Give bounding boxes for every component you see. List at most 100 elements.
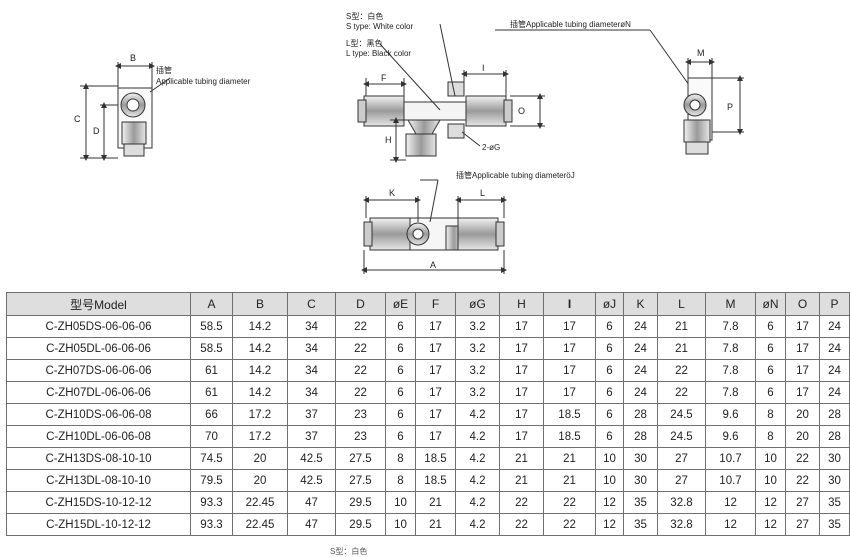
table-cell: 6 <box>385 315 416 338</box>
table-cell: 6 <box>385 359 416 382</box>
header-h: H <box>499 292 544 316</box>
table-cell: 34 <box>287 337 336 360</box>
table-cell: 30 <box>819 447 850 470</box>
front-view-top <box>357 23 545 163</box>
table-cell: 22 <box>543 491 596 514</box>
table-cell: 6 <box>595 315 624 338</box>
table-cell: 28 <box>819 425 850 448</box>
table-cell: 14.2 <box>232 337 288 360</box>
header-p: P <box>819 292 850 316</box>
dim-f-label: F <box>381 73 387 83</box>
table-cell: 32.8 <box>657 491 706 514</box>
table-cell: 21 <box>499 469 544 492</box>
table-cell: 12 <box>595 491 624 514</box>
table-cell: 12 <box>595 513 624 536</box>
table-cell: 34 <box>287 381 336 404</box>
table-cell: 17 <box>499 315 544 338</box>
table-cell: 37 <box>287 403 336 426</box>
table-cell: 17 <box>785 315 820 338</box>
table-cell: 35 <box>623 513 658 536</box>
table-cell: 6 <box>595 359 624 382</box>
model-cell: C-ZH05DS-06-06-06 <box>6 315 191 338</box>
table-cell: 18.5 <box>543 403 596 426</box>
table-cell: 9.6 <box>705 403 756 426</box>
table-cell: 79.5 <box>190 469 233 492</box>
header-c: C <box>287 292 336 316</box>
table-cell: 34 <box>287 359 336 382</box>
table-cell: 24 <box>623 359 658 382</box>
table-cell: 21 <box>499 447 544 470</box>
top-view-bottom <box>361 179 507 274</box>
table-cell: 27 <box>657 447 706 470</box>
table-cell: 18.5 <box>543 425 596 448</box>
table-cell: 14.2 <box>232 315 288 338</box>
table-cell: 24 <box>623 381 658 404</box>
table-cell: 10 <box>385 491 416 514</box>
table-cell: 7.8 <box>705 315 756 338</box>
table-cell: 20 <box>232 447 288 470</box>
table-cell: 22 <box>657 359 706 382</box>
table-cell: 58.5 <box>190 337 233 360</box>
side-view-right <box>683 58 744 155</box>
table-cell: 22 <box>499 513 544 536</box>
s-type-en: S type: White color <box>346 22 413 31</box>
model-cell: C-ZH05DL-06-06-06 <box>6 337 191 360</box>
table-cell: 14.2 <box>232 381 288 404</box>
table-cell: 17 <box>415 381 456 404</box>
table-cell: 21 <box>543 447 596 470</box>
table-cell: 6 <box>755 359 786 382</box>
model-cell: C-ZH13DS-08-10-10 <box>6 447 191 470</box>
table-cell: 21 <box>657 315 706 338</box>
table-cell: 12 <box>755 513 786 536</box>
table-cell: 17 <box>499 337 544 360</box>
table-cell: 27.5 <box>335 447 386 470</box>
dim-o-label: O <box>518 106 525 116</box>
table-cell: 4.2 <box>455 513 500 536</box>
s-type-cn: S型：白色 <box>346 11 383 21</box>
table-cell: 6 <box>595 337 624 360</box>
header-oe: øE <box>385 292 416 316</box>
table-cell: 17 <box>543 359 596 382</box>
header-og: øG <box>455 292 500 316</box>
table-cell: 21 <box>415 491 456 514</box>
table-cell: 22 <box>335 381 386 404</box>
table-cell: 61 <box>190 359 233 382</box>
header-d: D <box>335 292 386 316</box>
table-cell: 4.2 <box>455 425 500 448</box>
table-cell: 22.45 <box>232 491 288 514</box>
table-cell: 20 <box>232 469 288 492</box>
table-cell: 27 <box>785 491 820 514</box>
table-cell: 24 <box>819 381 850 404</box>
bottom-fragment: S型：白色 <box>330 547 368 556</box>
dim-l-label: L <box>480 188 485 198</box>
table-cell: 29.5 <box>335 491 386 514</box>
tubing-n-leader <box>495 29 695 93</box>
table-cell: 28 <box>623 425 658 448</box>
dim-h-label: H <box>385 135 392 145</box>
table-cell: 27 <box>785 513 820 536</box>
dim-k-label: K <box>389 188 395 198</box>
table-cell: 47 <box>287 491 336 514</box>
table-cell: 12 <box>705 513 756 536</box>
table-cell: 35 <box>819 513 850 536</box>
table-cell: 93.3 <box>190 491 233 514</box>
table-cell: 6 <box>595 425 624 448</box>
table-cell: 29.5 <box>335 513 386 536</box>
table-cell: 58.5 <box>190 315 233 338</box>
table-cell: 61 <box>190 381 233 404</box>
table-cell: 17 <box>499 403 544 426</box>
table-cell: 6 <box>385 403 416 426</box>
table-cell: 14.2 <box>232 359 288 382</box>
table-cell: 17 <box>415 315 456 338</box>
table-cell: 22 <box>543 513 596 536</box>
table-cell: 24 <box>819 315 850 338</box>
header-a: A <box>190 292 233 316</box>
dim-g-label: 2-øG <box>482 143 500 152</box>
dim-c-label: C <box>74 114 81 124</box>
